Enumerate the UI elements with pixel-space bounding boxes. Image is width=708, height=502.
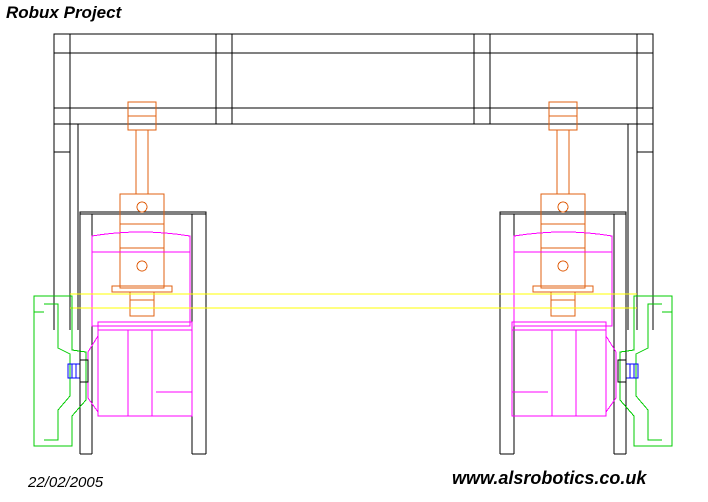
left-motor [87, 231, 193, 417]
coupling-collars [79, 359, 627, 383]
axle [70, 293, 637, 309]
frame-outer [53, 33, 654, 125]
top-frame [53, 33, 654, 125]
website-url: www.alsrobotics.co.uk [452, 468, 647, 488]
left-linear-actuator [111, 101, 173, 317]
right-wheel-bracket [619, 295, 673, 447]
drawing-date: 22/02/2005 [28, 474, 104, 491]
drawing-title: Robux Project [6, 3, 122, 22]
right-linear-actuator [532, 101, 594, 317]
left-wheel-bracket [33, 295, 87, 447]
left-support-frame [53, 124, 207, 455]
right-motor [511, 231, 617, 417]
